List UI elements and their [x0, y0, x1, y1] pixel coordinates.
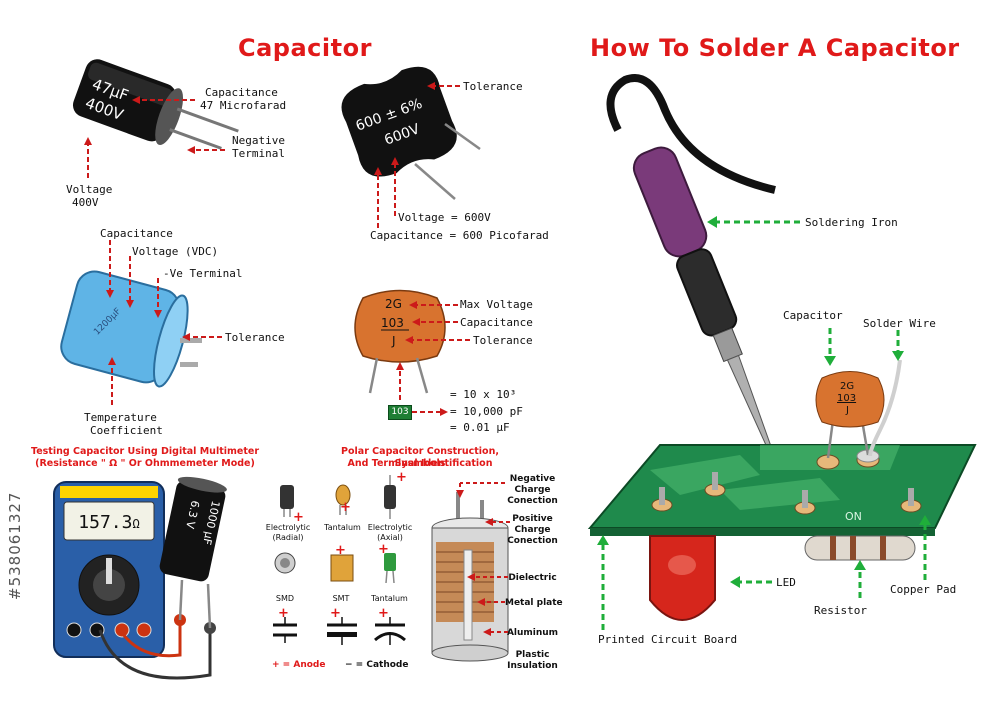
tantalum2-plus: +: [378, 542, 389, 557]
ceramic-code-3: J: [391, 334, 396, 348]
ceramic-badge: 103: [388, 405, 412, 420]
resistor-label: Resistor: [814, 604, 867, 617]
solder-capacitor-label: Capacitor: [783, 309, 843, 322]
testing-subtitle: (Resistance " Ω " Or Ohmmemeter Mode): [35, 458, 255, 469]
electrolytic-capacitance-label: Capacitance: [205, 86, 278, 99]
blue-cap-voltage-label: Voltage (VDC): [132, 245, 219, 258]
axial-plus: +: [396, 470, 407, 485]
electrolytic-capacitor-drawing: 47µF 400V: [72, 59, 239, 150]
electrolytic-capacitance-value: 47 Microfarad: [200, 99, 287, 112]
positive-charge-label-2: Charge: [514, 525, 551, 535]
symbol1-plus: +: [278, 606, 289, 621]
dielectric-label: Dielectric: [508, 573, 557, 583]
negative-charge-label-1: Negative: [509, 474, 556, 484]
electrolytic-voltage-label: Voltage: [66, 183, 113, 196]
polar-subtitle: And Terminal Identification: [347, 458, 493, 469]
blue-cap-tolerance-label: Tolerance: [225, 331, 285, 344]
title-how-to-solder: How To Solder A Capacitor: [590, 34, 960, 62]
ceramic-code-2: 103: [381, 316, 404, 330]
ceramic-code-1: 2G: [385, 297, 402, 311]
electrolytic-negative-label: Negative: [232, 134, 285, 147]
ceramic-eq-1: = 10 x 10³: [450, 388, 517, 401]
multimeter-display-number: 157.3: [78, 512, 133, 533]
pcb-label: Printed Circuit Board: [598, 633, 738, 646]
title-capacitor: Capacitor: [238, 34, 372, 62]
polar-title: Polar Capacitor Construction, Sysmbols: [341, 446, 499, 469]
solder-wire-label: Solder Wire: [863, 317, 936, 330]
electrolytic-terminal-label: Terminal: [232, 147, 285, 160]
electrolytic-voltage-value: 400V: [72, 196, 99, 209]
testing-title: Testing Capacitor Using Digital Multimet…: [30, 446, 260, 457]
ceramic-capacitance-label: Capacitance: [460, 316, 533, 329]
radial-sub-label: (Radial): [272, 533, 304, 542]
axial-sub-label: (Axial): [377, 533, 403, 542]
multimeter-display-value: 157.3Ω: [64, 512, 154, 533]
negative-charge-label-2: Charge: [514, 485, 551, 495]
smt-label: SMT: [332, 594, 350, 603]
copper-pad-label: Copper Pad: [890, 583, 957, 596]
cathode-legend: − = Cathode: [345, 660, 409, 670]
film-capacitor-drawing: 600 ± 6% 600V: [341, 66, 481, 200]
insulation-label: Insulation: [507, 661, 558, 671]
blue-cap-ve-terminal-label: -Ve Terminal: [163, 267, 243, 280]
blue-cap-coeff-label: Coefficient: [90, 424, 163, 437]
film-voltage-label: Voltage = 600V: [398, 211, 491, 224]
ceramic-max-voltage-label: Max Voltage: [460, 298, 533, 311]
pcb-on-label: ON: [845, 510, 862, 523]
positive-charge-label-3: Conection: [507, 536, 558, 546]
led-label: LED: [776, 576, 796, 589]
tantalum2-label: Tantalum: [371, 594, 408, 603]
test-capacitor-drawing: 1000 µF 6.3 V: [159, 476, 227, 629]
solder-cap-code-1: 2G: [840, 381, 855, 392]
ceramic-eq-3: = 0.01 µF: [450, 421, 510, 434]
blue-cap-capacitance-label: Capacitance: [100, 227, 173, 240]
smt-plus: +: [335, 543, 346, 558]
ceramic-tolerance-label: Tolerance: [473, 334, 533, 347]
smd-label: SMD: [275, 594, 295, 603]
plastic-label: Plastic: [515, 650, 550, 660]
anode-legend: + = Anode: [272, 660, 326, 670]
symbol-components-drawing: [273, 475, 406, 645]
capacitor-construction-drawing: [431, 492, 509, 662]
tantalum-plus: +: [340, 500, 351, 515]
blue-cap-temp-label: Temperature: [84, 411, 157, 424]
aluminum-label: Aluminum: [506, 628, 559, 638]
soldering-iron-label: Soldering Iron: [805, 216, 898, 229]
ceramic-eq-2: = 10,000 pF: [450, 405, 523, 418]
multimeter-display-unit: Ω: [132, 517, 140, 531]
symbol2-plus: +: [330, 606, 341, 621]
positive-charge-label-1: Positive: [512, 514, 553, 524]
solder-cap-code-2: 103: [837, 393, 857, 404]
blue-capacitor-drawing: 1200µF: [60, 270, 202, 388]
tantalum-label: Tantalum: [324, 523, 361, 532]
test-cap-text-2: 6.3 V: [183, 499, 202, 530]
negative-charge-label-3: Conection: [507, 496, 558, 506]
multimeter-drawing: [53, 481, 165, 658]
solder-cap-code-3: J: [846, 405, 849, 416]
ceramic-capacitor-drawing: 2G 103 J: [354, 289, 446, 394]
radial-label: Electrolytic: [265, 523, 311, 532]
film-capacitance-label: Capacitance = 600 Picofarad: [370, 229, 549, 242]
film-tolerance-label: Tolerance: [463, 80, 523, 93]
axial-label: Electrolytic: [367, 523, 413, 532]
symbol3-plus: +: [378, 606, 389, 621]
metal-plate-label: Metal plate: [505, 598, 563, 608]
image-id-watermark: #538061327: [6, 491, 24, 600]
radial-plus: +: [293, 510, 304, 525]
